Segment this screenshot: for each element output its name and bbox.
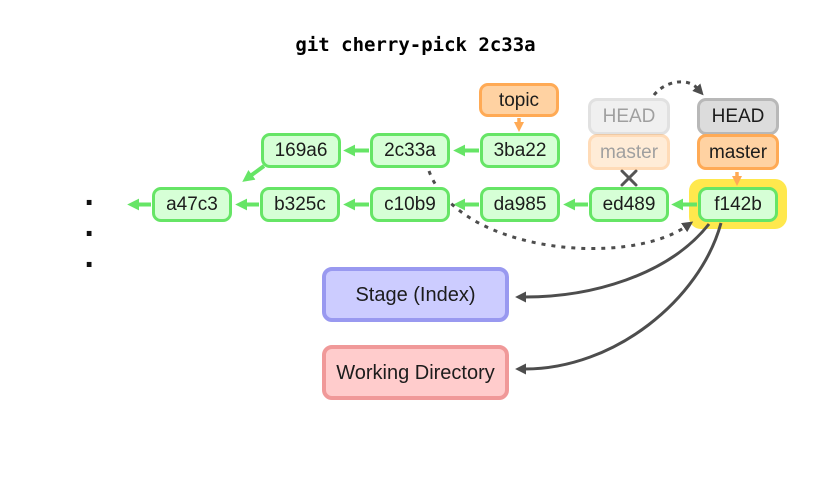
commit-a47c3: a47c3 — [152, 187, 232, 222]
commit-da985: da985 — [480, 187, 560, 222]
branch-label-master-old: master — [588, 134, 670, 170]
commit-ed489: ed489 — [589, 187, 669, 222]
head-label-new: HEAD — [697, 98, 779, 135]
head-move-dashed-arrow — [652, 80, 704, 97]
f142b-to-stage-arrow — [515, 223, 711, 303]
deleted-pointer-x-icon — [620, 169, 638, 187]
head-label-old: HEAD — [588, 98, 670, 135]
edge-169a6-a47c3 — [242, 164, 266, 182]
commit-c10b9: c10b9 — [370, 187, 450, 222]
commit-f142b: f142b — [698, 187, 778, 222]
working-directory-box: Working Directory — [322, 345, 509, 400]
branch-label-topic: topic — [479, 83, 559, 117]
stage-index-box: Stage (Index) — [322, 267, 509, 322]
branch-label-master-new: master — [697, 134, 779, 170]
commit-2c33a: 2c33a — [370, 133, 450, 168]
commit-169a6: 169a6 — [261, 133, 341, 168]
diagram-title: git cherry-pick 2c33a — [295, 34, 536, 56]
commit-b325c: b325c — [260, 187, 340, 222]
history-ellipsis: · · · — [84, 188, 101, 281]
commit-3ba22: 3ba22 — [480, 133, 560, 168]
f142b-to-working-directory-arrow — [515, 222, 723, 375]
